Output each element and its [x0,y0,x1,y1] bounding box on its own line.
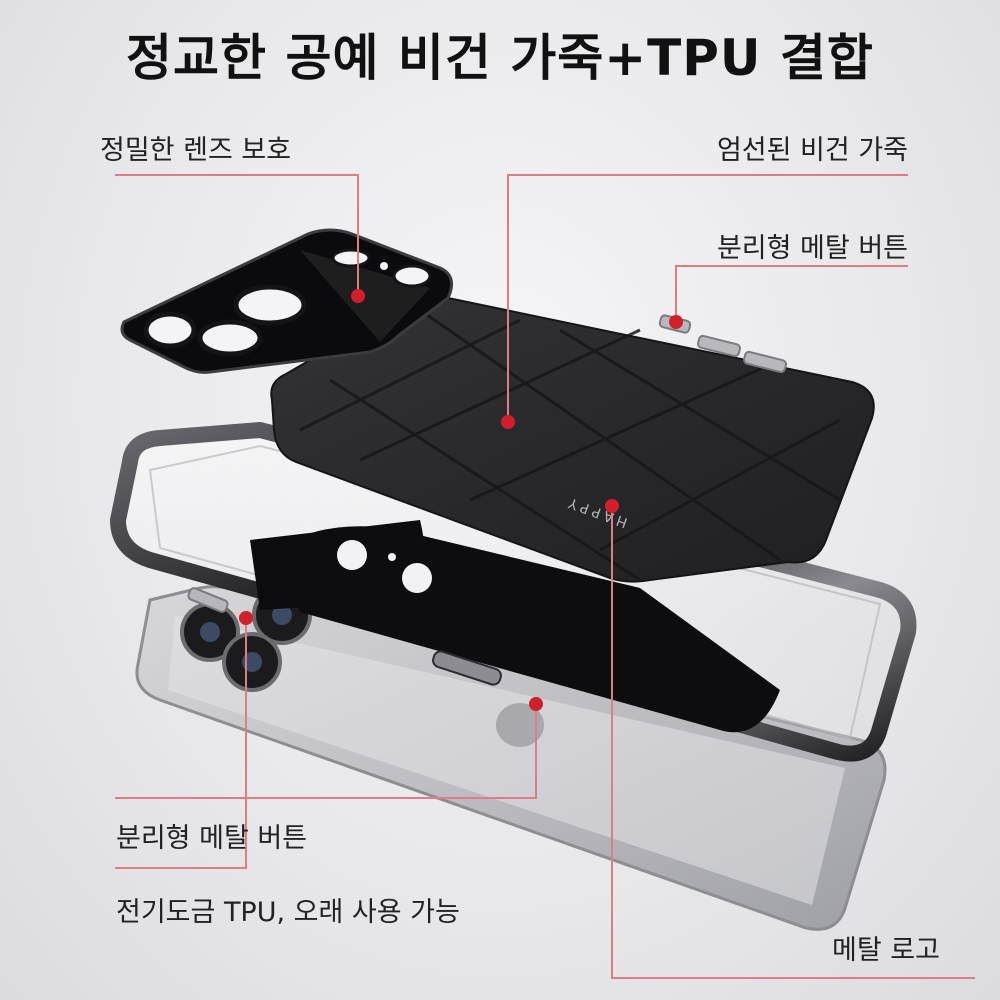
leather-stitch-pattern [299,308,841,582]
label-metal-logo: 메탈 로고 [832,935,940,966]
marker-dots [239,289,683,711]
marker-dot-tpu [239,611,253,625]
marker-dot-button-top [669,315,683,329]
case-camera-cutout-icon [337,540,432,593]
label-lens-protection: 정밀한 렌즈 보호 [100,135,292,166]
marker-dot-button-bottom [529,697,543,711]
case-side-button [432,650,502,686]
lens-ring-icon [143,248,432,357]
label-metal-button-bottom: 분리형 메탈 버튼 [116,823,308,854]
label-tpu-plating: 전기도금 TPU, 오래 사용 가능 [116,897,460,928]
vegan-leather-plate: HAPPY [270,294,875,583]
page-title: 정교한 공예 비건 가죽+TPU 결합 [126,29,874,87]
marker-dot-lens [351,289,365,303]
label-metal-button-top: 분리형 메탈 버튼 [716,233,908,264]
apple-logo-icon [496,703,544,747]
label-vegan-leather: 엄선된 비건 가죽 [716,135,908,166]
marker-dot-logo [605,499,619,513]
tpu-case-frame [110,422,917,762]
leader-lines [115,174,975,979]
marker-dot-leather [501,415,515,429]
metal-button-bottom [187,587,229,613]
